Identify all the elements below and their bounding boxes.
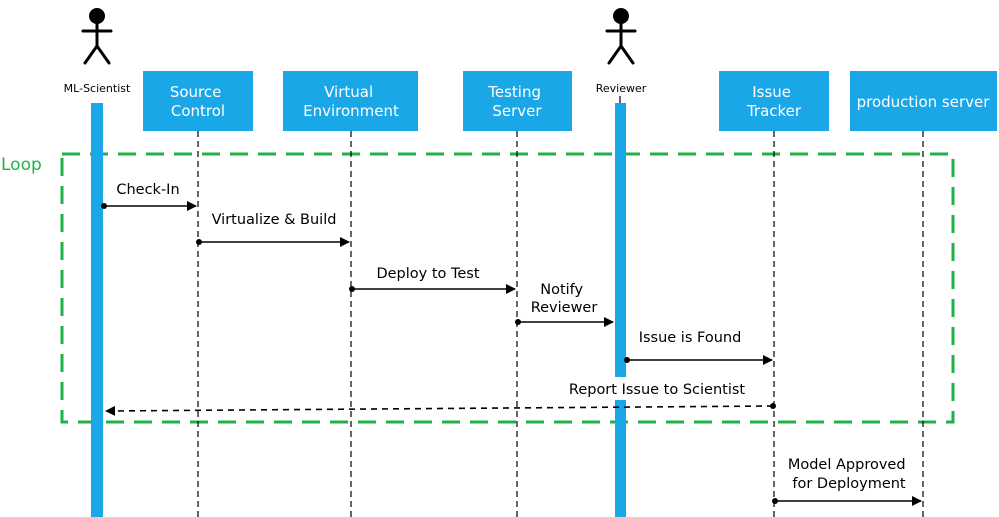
message-origin-dot: [515, 319, 521, 325]
message-report-issue: Report Issue to Scientist: [105, 382, 776, 416]
message-origin-dot: [349, 286, 355, 292]
actor-reviewer: Reviewer: [596, 8, 647, 95]
message-origin-dot: [196, 239, 202, 245]
message-label: Report Issue to Scientist: [569, 382, 746, 398]
message-arrow: [105, 405, 774, 416]
participant-box: [283, 71, 418, 131]
message-issue-is-found: Issue is Found: [624, 330, 773, 365]
message-notify-reviewer: Notify Reviewer: [515, 282, 614, 327]
lifeline-bar-ml-scientist: [91, 103, 103, 517]
participant-box: [850, 71, 997, 131]
message-label: Model Approved for Deployment: [788, 457, 910, 492]
participant-issue-tracker: Issue Tracker: [719, 71, 829, 131]
lifeline-bar-reviewer-lower: [615, 400, 626, 517]
participant-testing-server: Testing Server: [463, 71, 572, 131]
message-label: Deploy to Test: [376, 266, 479, 282]
actor-label: ML-Scientist: [64, 82, 131, 95]
actor-ml-scientist: ML-Scientist: [64, 8, 131, 95]
participant-label: Source Control: [170, 83, 226, 120]
participant-virtual-environment: Virtual Environment: [283, 71, 418, 131]
stick-figure-icon: [81, 8, 113, 65]
participant-label: production server: [857, 93, 991, 111]
message-deploy-to-test: Deploy to Test: [349, 266, 516, 294]
message-label: Virtualize & Build: [212, 212, 337, 228]
participant-source-control: Source Control: [143, 71, 253, 131]
lifelines: [91, 96, 924, 517]
message-check-in: Check-In: [101, 182, 197, 211]
lifeline-bar-reviewer-upper: [615, 103, 626, 377]
participant-label: Testing Server: [487, 83, 546, 120]
message-virtualize-build: Virtualize & Build: [196, 212, 350, 247]
message-origin-dot: [101, 203, 107, 209]
participant-box: [143, 71, 253, 131]
stick-figure-icon: [605, 8, 637, 65]
participant-label: Issue Tracker: [746, 83, 802, 120]
loop-frame: Loop: [1, 152, 955, 424]
message-origin-dot: [770, 403, 776, 409]
message-label: Notify Reviewer: [531, 282, 598, 316]
loop-label: Loop: [1, 155, 42, 175]
message-label: Issue is Found: [639, 330, 742, 346]
message-origin-dot: [772, 498, 778, 504]
loop-border: [60, 152, 955, 424]
message-label: Check-In: [116, 182, 179, 198]
participant-box: [463, 71, 572, 131]
participant-production-server: production server: [850, 71, 997, 131]
participant-box: [719, 71, 829, 131]
message-origin-dot: [624, 357, 630, 363]
participant-label: Virtual Environment: [303, 83, 399, 120]
message-model-approved: Model Approved for Deployment: [772, 457, 922, 506]
actor-label: Reviewer: [596, 82, 647, 95]
